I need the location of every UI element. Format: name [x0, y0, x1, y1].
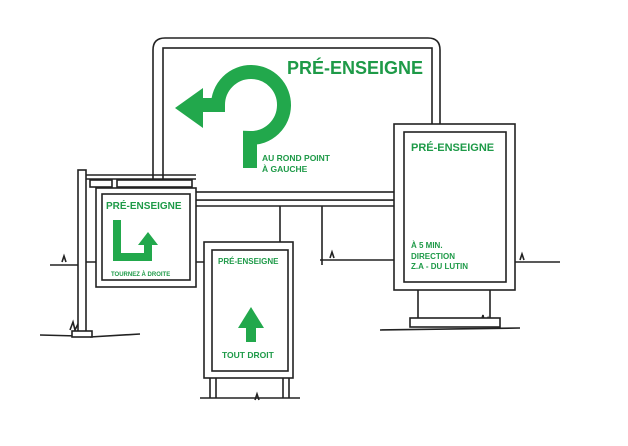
straight-up-arrow-icon	[238, 307, 264, 342]
right-sign-line2: DIRECTION	[411, 252, 455, 261]
middle-sign-title: PRÉ-ENSEIGNE	[218, 257, 279, 266]
billboard-line1: AU ROND POINT	[262, 153, 331, 163]
left-sign: PRÉ-ENSEIGNE TOURNEZ À DROITE	[71, 169, 197, 338]
middle-sign: PRÉ-ENSEIGNE TOUT DROIT	[203, 241, 294, 398]
left-sign-title: PRÉ-ENSEIGNE	[106, 199, 182, 212]
turn-right-arrow-icon	[113, 220, 158, 261]
middle-sign-caption: TOUT DROIT	[222, 350, 275, 360]
right-sign-line3: Z.A - DU LUTIN	[411, 262, 468, 271]
billboard-title: PRÉ-ENSEIGNE	[287, 57, 423, 78]
right-sign-title: PRÉ-ENSEIGNE	[411, 141, 494, 154]
right-sign-line1: À 5 MIN.	[411, 241, 443, 250]
left-sign-caption: TOURNEZ À DROITE	[111, 271, 170, 278]
u-turn-left-arrow-icon	[175, 65, 291, 168]
billboard: PRÉ-ENSEIGNE AU ROND POINT À GAUCHE	[152, 37, 441, 265]
right-sign: PRÉ-ENSEIGNE À 5 MIN. DIRECTION Z.A - DU…	[393, 123, 516, 328]
billboard-line2: À GAUCHE	[262, 164, 308, 174]
